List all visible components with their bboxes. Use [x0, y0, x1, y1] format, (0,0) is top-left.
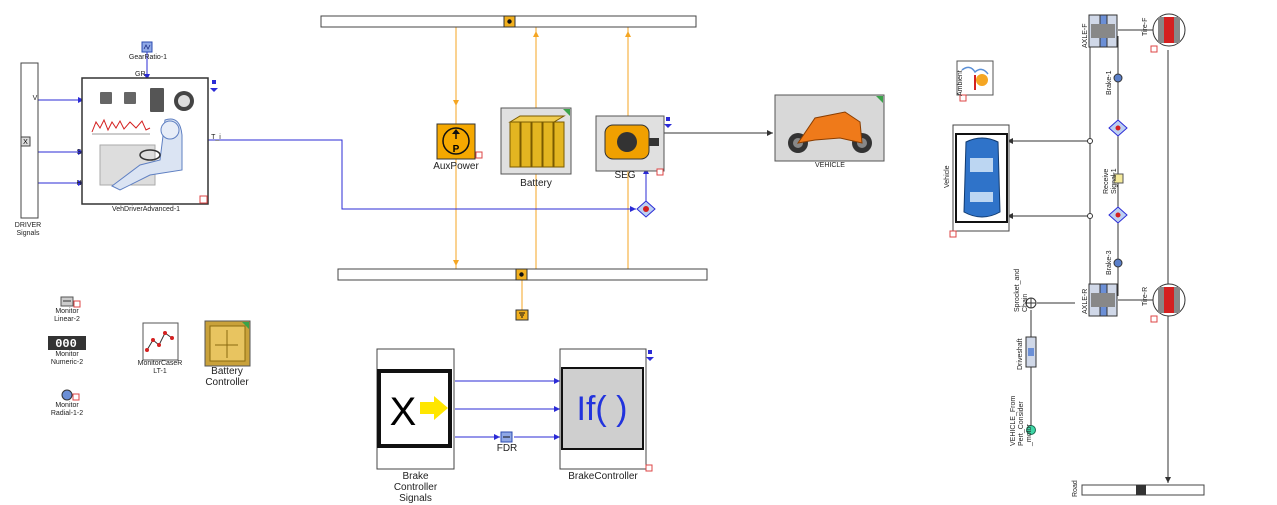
fdr-label: FDR: [496, 443, 518, 454]
axle-r-block[interactable]: [1088, 283, 1118, 317]
axle-f-block[interactable]: [1088, 14, 1118, 48]
veh-driver-label: VehDriverAdvanced-1: [111, 206, 181, 213]
brake-controller-symbol: If( ): [577, 390, 628, 428]
monitor-numeric-label: Monitor Numeric-2: [50, 351, 84, 366]
sprocket-chain-icon[interactable]: [1025, 297, 1037, 309]
junction-lower: [1087, 213, 1093, 219]
tire-r-block[interactable]: [1150, 283, 1186, 323]
junction-upper: [1087, 138, 1093, 144]
axle-r-label: AXLE-R: [1082, 288, 1089, 314]
vehicle-block[interactable]: [774, 94, 885, 162]
vehicle-from-label: VEHICLE_From Pert_Consider _motor: [1010, 395, 1033, 446]
brake-1-icon[interactable]: [1113, 73, 1123, 83]
vehicle-car-label: Vehicle: [944, 165, 951, 188]
vehicle-car-block[interactable]: [949, 124, 1010, 238]
hub-upper-icon[interactable]: [1108, 119, 1128, 137]
brake-controller-label: BrakeController: [568, 471, 638, 482]
seg-label: SEG: [614, 170, 636, 181]
gear-ratio-block[interactable]: [141, 41, 153, 53]
port-t-label: T_i: [211, 134, 221, 141]
top-electric-bus[interactable]: [320, 15, 697, 28]
driveshaft-label: Driveshaft: [1017, 338, 1024, 370]
brake-1-label: Brake-1: [1106, 70, 1113, 95]
battery-block[interactable]: [500, 107, 572, 175]
seg-port-icon: [664, 117, 672, 128]
port-h-label: H: [76, 180, 82, 187]
brake-signals-symbol: X: [390, 390, 417, 434]
bottom-electric-bus[interactable]: [337, 268, 708, 281]
driver-warning-icon: [199, 195, 208, 204]
fdr-block[interactable]: [500, 431, 513, 443]
driver-signals-label: DRIVER Signals: [14, 222, 42, 237]
port-gr-label: GR: [135, 71, 146, 78]
aux-power-block[interactable]: P: [436, 123, 483, 160]
monitor-linear-icon[interactable]: [60, 296, 81, 308]
receive-signal-label: Receive Signal-1: [1103, 168, 1118, 194]
port-s-label: S: [76, 149, 82, 156]
receive-signal-icon[interactable]: [1113, 173, 1124, 184]
ambient-block[interactable]: [956, 60, 994, 102]
brake-controller-block[interactable]: If( ): [559, 348, 653, 472]
driver-signals-x: X: [23, 139, 28, 146]
speed-sensor-icon[interactable]: [636, 200, 656, 218]
road-block[interactable]: [1081, 484, 1205, 496]
monitor-numeric-icon[interactable]: 000: [48, 336, 86, 351]
monitor-linear-label: Monitor Linear-2: [54, 308, 80, 323]
brake-controller-signals-block[interactable]: X: [376, 348, 455, 470]
brake-3-label: Brake-3: [1106, 250, 1113, 275]
signal-wires: [38, 52, 647, 438]
sprocket-chain-label: Sprocket_and Chain: [1014, 268, 1029, 312]
brake-controller-port-icon: [646, 350, 654, 361]
road-label: Road: [1072, 480, 1079, 497]
battery-controller-icon[interactable]: [204, 320, 251, 367]
monitor-case-rlt-label: MonitorCaseR LT-1: [137, 360, 183, 375]
tire-r-label: Tire-R: [1142, 286, 1149, 306]
aux-power-symbol: P: [453, 144, 460, 155]
brake-3-icon[interactable]: [1113, 258, 1123, 268]
monitor-radial-label: Monitor Radial-1-2: [50, 402, 84, 417]
hub-lower-icon[interactable]: [1108, 206, 1128, 224]
gear-ratio-label: GearRatio-1: [128, 54, 168, 61]
signal-arrows: [78, 74, 649, 440]
monitor-case-rlt-icon[interactable]: [142, 322, 179, 361]
port-v-label: V: [32, 95, 38, 102]
vehicle-label: VEHICLE: [815, 162, 845, 169]
ambient-label: Ambient: [957, 70, 964, 96]
driver-port-icon: [210, 80, 218, 92]
battery-controller-label: Battery Controller: [205, 366, 249, 388]
ground-icon: [515, 309, 529, 321]
axle-f-label: AXLE-F: [1082, 23, 1089, 48]
mech-arrows: [767, 130, 1171, 483]
mech-wires: [664, 29, 1169, 483]
driver-signals-bus[interactable]: [20, 62, 39, 219]
driveshaft-icon[interactable]: [1025, 336, 1037, 368]
brake-signals-label: Brake Controller Signals: [393, 471, 438, 504]
veh-driver-advanced-block[interactable]: [81, 77, 209, 205]
vehicle-from-connector[interactable]: [1026, 425, 1036, 435]
tire-f-block[interactable]: [1150, 13, 1186, 53]
monitor-numeric-display: 000: [55, 337, 77, 351]
seg-block[interactable]: [595, 115, 665, 176]
monitor-radial-icon[interactable]: [61, 389, 80, 401]
battery-label: Battery: [520, 178, 552, 189]
tire-f-label: Tire-F: [1142, 17, 1149, 36]
aux-power-label: AuxPower: [433, 161, 479, 172]
